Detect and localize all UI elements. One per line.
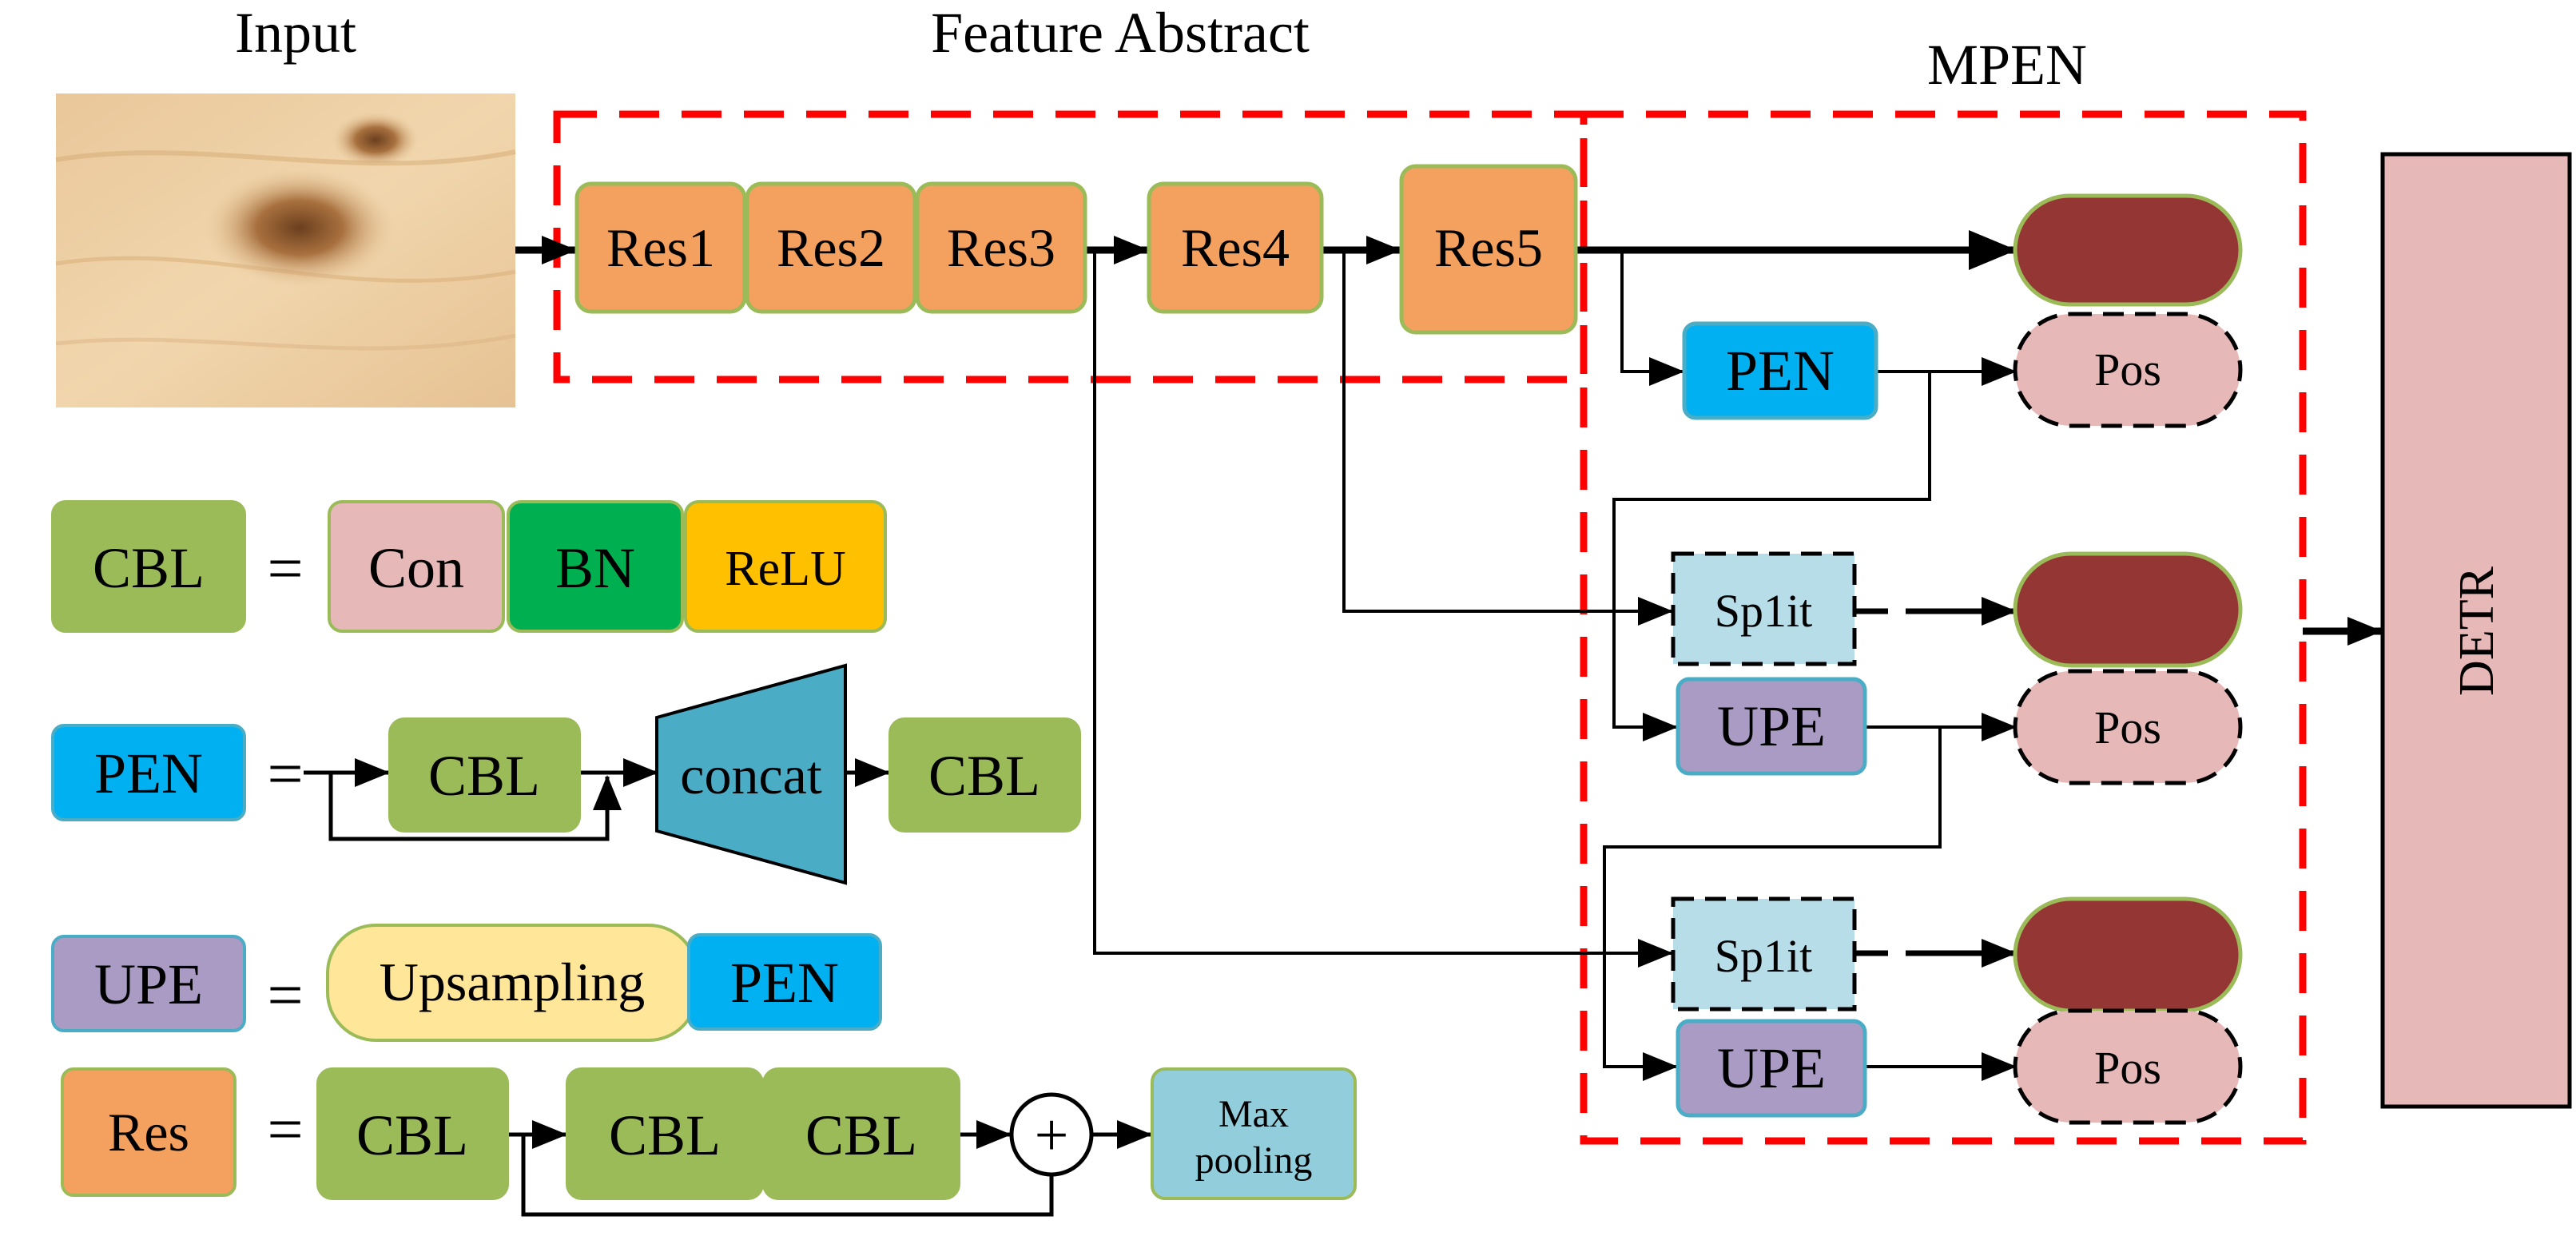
legend-pen-cbl-1 bbox=[388, 717, 581, 833]
legend-res-cbl-3 bbox=[762, 1067, 960, 1200]
legend-res-key-label: Res bbox=[108, 1102, 189, 1163]
legend-cbl-equals: = bbox=[267, 534, 303, 604]
pen-block: PEN bbox=[1682, 321, 1878, 420]
upe-label-1: UPE bbox=[1717, 694, 1826, 758]
legend-upe-key-label: UPE bbox=[94, 952, 203, 1016]
legend-res-cbl-1-label: CBL bbox=[356, 1103, 468, 1167]
legend-upe: UPE = Upsampling PEN bbox=[51, 924, 882, 1042]
res4-block: Res4 bbox=[1147, 181, 1324, 314]
pen-label: PEN bbox=[1726, 339, 1835, 403]
legend-bn-block bbox=[507, 500, 684, 633]
res3-label: Res3 bbox=[947, 217, 1055, 278]
legend-pen-cbl-1-label: CBL bbox=[428, 744, 540, 808]
split-block-1: Sp1it bbox=[1671, 551, 1857, 666]
pos-block-1: Pos bbox=[2013, 312, 2243, 428]
legend-pen-cbl-2-label: CBL bbox=[928, 744, 1040, 808]
detr-label: DETR bbox=[2450, 566, 2504, 696]
legend-upsampling-label: Upsampling bbox=[380, 952, 645, 1012]
legend-res-cbl-3-label: CBL bbox=[805, 1103, 917, 1167]
legend-res-key bbox=[61, 1067, 237, 1197]
legend-res-cbl-2-label: CBL bbox=[609, 1103, 721, 1167]
res5-label: Res5 bbox=[1434, 217, 1543, 278]
legend-res-cbl-1 bbox=[316, 1067, 509, 1200]
legend-concat-label: concat bbox=[680, 745, 822, 805]
split-block-2: Sp1it bbox=[1671, 896, 1857, 1012]
pos-block-3: Pos bbox=[2013, 1008, 2243, 1125]
res1-block: Res1 bbox=[574, 181, 747, 314]
legend-cbl-key bbox=[51, 500, 246, 633]
legend-cbl-key-label: CBL bbox=[93, 536, 205, 600]
res3-block: Res3 bbox=[915, 181, 1087, 314]
res2-block: Res2 bbox=[745, 181, 917, 314]
input-image bbox=[55, 93, 516, 407]
connectors bbox=[515, 230, 2383, 1081]
legend-pen-key bbox=[51, 724, 246, 821]
legend-sum-circle bbox=[1009, 1092, 1094, 1177]
legend-pen: PEN = CBL concat CBL bbox=[51, 663, 1081, 885]
legend-con-label: Con bbox=[368, 536, 464, 600]
legend-upe-pen-label: PEN bbox=[730, 951, 839, 1015]
pos-label-1: Pos bbox=[2094, 344, 2161, 395]
res4-label: Res4 bbox=[1181, 217, 1290, 278]
legend-res: Res = CBL CBL CBL + Max pooling bbox=[61, 1067, 1357, 1217]
legend-relu-block bbox=[684, 500, 887, 633]
legend-maxpool-label-2: pooling bbox=[1195, 1139, 1313, 1182]
feature-output-3 bbox=[2013, 896, 2243, 1013]
res5-block: Res5 bbox=[1399, 164, 1578, 335]
res1-label: Res1 bbox=[606, 217, 715, 278]
split-label-1: Sp1it bbox=[1715, 585, 1813, 637]
pos-label-3: Pos bbox=[2094, 1042, 2161, 1094]
pos-block-2: Pos bbox=[2013, 669, 2243, 785]
legend-cbl: CBL = Con BN ReLU bbox=[51, 500, 887, 633]
legend-concat-block bbox=[655, 663, 847, 885]
legend-pen-cbl-2 bbox=[888, 717, 1081, 833]
mpen-title: MPEN bbox=[1927, 33, 2087, 97]
detr-block: DETR bbox=[2380, 152, 2572, 1109]
legend-pen-equals: = bbox=[267, 739, 303, 809]
split-label-2: Sp1it bbox=[1715, 930, 1813, 982]
legend-pen-key-label: PEN bbox=[94, 741, 203, 805]
input-title: Input bbox=[235, 1, 356, 65]
feature-output-1 bbox=[2013, 193, 2243, 307]
legend-maxpool-block bbox=[1151, 1067, 1357, 1200]
legend-res-equals: = bbox=[267, 1095, 303, 1165]
legend-con-block bbox=[328, 500, 505, 633]
legend-upe-pen-block bbox=[687, 933, 882, 1031]
legend-relu-label: ReLU bbox=[725, 542, 846, 596]
legend-sum-label: + bbox=[1035, 1102, 1069, 1169]
legend-upe-key bbox=[51, 935, 246, 1032]
legend-maxpool-label-1: Max bbox=[1218, 1093, 1289, 1135]
res2-label: Res2 bbox=[777, 217, 885, 278]
upe-block-2: UPE bbox=[1676, 1019, 1867, 1118]
feature-abstract-title: Feature Abstract bbox=[931, 1, 1310, 65]
feature-output-2 bbox=[2013, 551, 2243, 668]
legend-upe-equals: = bbox=[267, 960, 303, 1031]
upe-label-2: UPE bbox=[1717, 1036, 1826, 1100]
upe-block-1: UPE bbox=[1676, 677, 1867, 776]
pos-label-2: Pos bbox=[2094, 702, 2161, 753]
legend-bn-label: BN bbox=[555, 536, 635, 600]
